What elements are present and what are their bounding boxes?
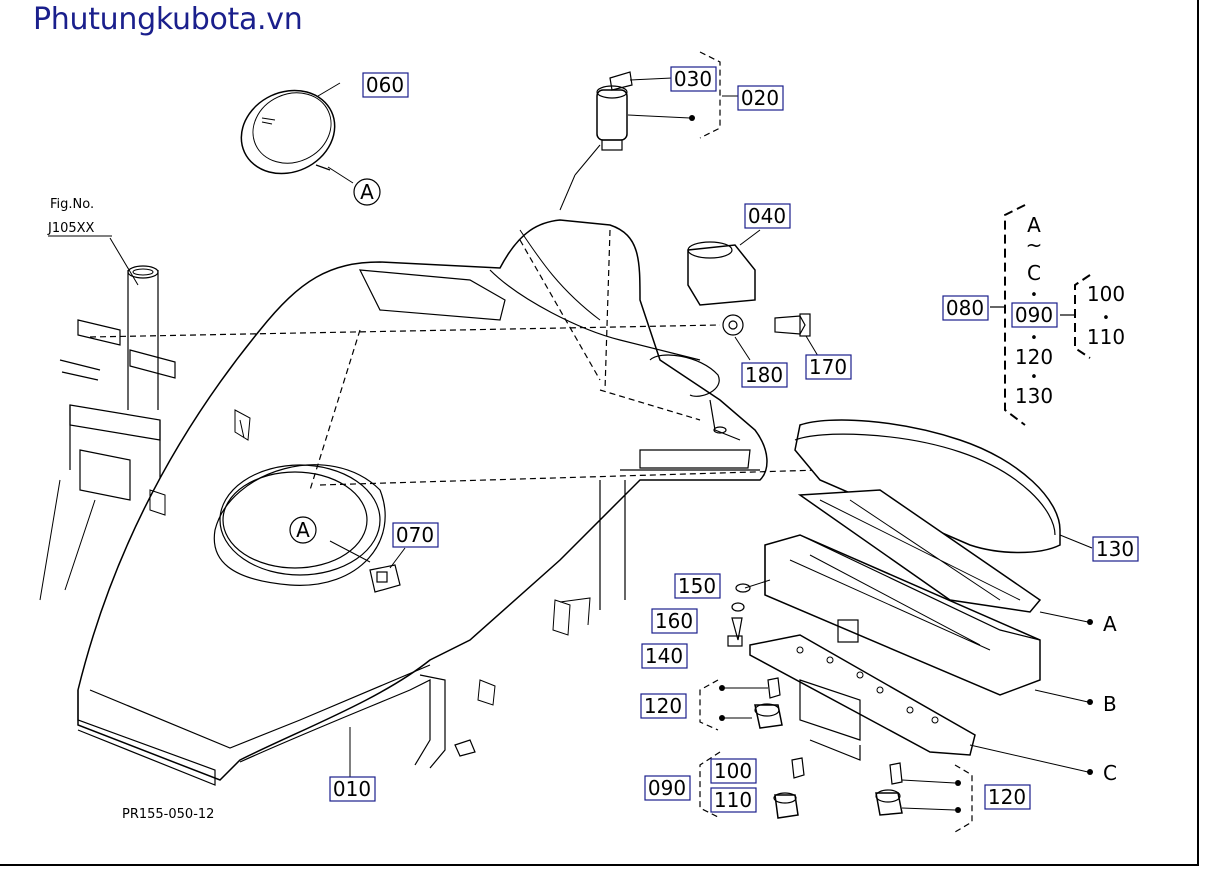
svg-text:~: ~ — [1026, 233, 1043, 257]
ref-a-top-text: A — [360, 180, 374, 204]
svg-text:100: 100 — [714, 759, 752, 783]
svg-text:160: 160 — [655, 609, 693, 633]
part-label-130[interactable]: 130 — [1092, 536, 1139, 562]
svg-text:C: C — [1027, 261, 1041, 285]
svg-text:090: 090 — [648, 776, 686, 800]
leader-lines — [89, 82, 821, 780]
ref-letter-b: B — [1103, 692, 1117, 716]
svg-text:090: 090 — [1015, 303, 1053, 327]
svg-text:080: 080 — [946, 296, 984, 320]
svg-text:020: 020 — [741, 86, 779, 110]
ref-letter-c: C — [1103, 761, 1117, 785]
meter-assembly-illustration — [727, 419, 1093, 775]
part-label-090-bottom[interactable]: 090 — [644, 775, 691, 801]
svg-text:•: • — [1030, 370, 1038, 385]
part-label-180[interactable]: 180 — [741, 362, 788, 388]
cap-illustration — [240, 89, 336, 175]
part-label-110[interactable]: 110 — [710, 787, 757, 813]
part-label-120-right[interactable]: 120 — [984, 784, 1031, 810]
part-label-020[interactable]: 020 — [737, 85, 784, 111]
part-label-100[interactable]: 100 — [710, 758, 757, 784]
part-label-040[interactable]: 040 — [744, 203, 791, 229]
part-label-080[interactable]: 080 — [942, 295, 989, 321]
dashboard-cover-illustration — [77, 219, 768, 786]
steering-column-illustration — [39, 237, 176, 601]
svg-text:060: 060 — [366, 73, 404, 97]
svg-text:030: 030 — [674, 67, 712, 91]
svg-text:•: • — [1030, 331, 1038, 346]
svg-text:150: 150 — [678, 574, 716, 598]
bulbs-illustration — [699, 677, 973, 833]
svg-text:040: 040 — [748, 204, 786, 228]
svg-text:100: 100 — [1087, 282, 1125, 306]
svg-text:140: 140 — [645, 644, 683, 668]
part-label-070[interactable]: 070 — [392, 522, 439, 548]
part-label-010[interactable]: 010 — [329, 776, 376, 802]
part-label-140[interactable]: 140 — [641, 643, 688, 669]
svg-text:•: • — [1030, 288, 1038, 303]
fig-no-value: J105XX — [47, 221, 95, 236]
svg-text:130: 130 — [1015, 384, 1053, 408]
group-brackets — [990, 204, 1091, 426]
svg-text:A: A — [1027, 213, 1041, 237]
svg-text:170: 170 — [809, 355, 847, 379]
svg-text:070: 070 — [396, 523, 434, 547]
ref-letter-a: A — [1103, 612, 1117, 636]
svg-text:120: 120 — [644, 694, 682, 718]
svg-text:120: 120 — [988, 785, 1026, 809]
svg-text:120: 120 — [1015, 345, 1053, 369]
svg-text:110: 110 — [714, 788, 752, 812]
part-label-160[interactable]: 160 — [651, 608, 698, 634]
part-label-090-group[interactable]: 090 — [1011, 302, 1058, 328]
fig-no-label: Fig.No. — [50, 197, 94, 212]
ref-a-cover-text: A — [296, 518, 310, 542]
figure-reference: PR155-050-12 — [122, 807, 214, 822]
socket-illustration — [687, 229, 819, 361]
reference-a-top: A — [353, 178, 381, 206]
svg-text:010: 010 — [333, 777, 371, 801]
svg-text:180: 180 — [745, 363, 783, 387]
reference-a-cover: A — [289, 516, 317, 544]
svg-text:110: 110 — [1087, 325, 1125, 349]
site-title: Phutungkubota.vn — [33, 2, 303, 37]
svg-text:130: 130 — [1096, 537, 1134, 561]
part-label-150[interactable]: 150 — [674, 573, 721, 599]
part-label-030[interactable]: 030 — [670, 66, 717, 92]
part-label-170[interactable]: 170 — [805, 354, 852, 380]
svg-text:•: • — [1102, 311, 1110, 326]
group-list-080: A ~ C • • 120 • 130 100 • 110 — [1015, 213, 1125, 408]
part-label-060[interactable]: 060 — [362, 72, 409, 98]
part-label-120-left[interactable]: 120 — [640, 693, 687, 719]
key-switch-illustration — [596, 51, 738, 151]
